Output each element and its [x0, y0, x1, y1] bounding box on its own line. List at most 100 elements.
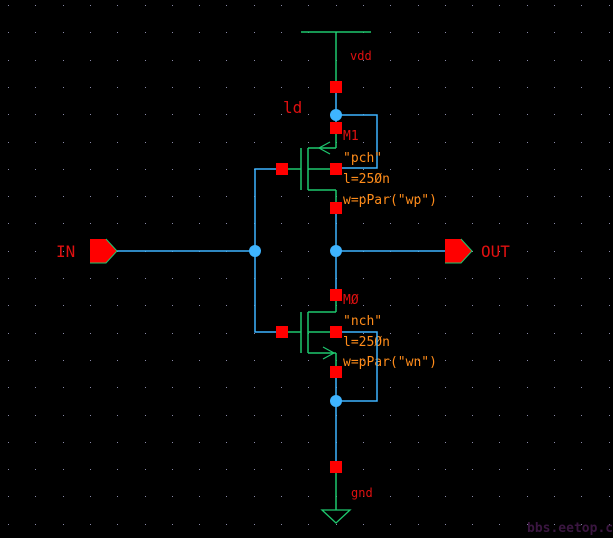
grid-dot	[281, 469, 282, 470]
grid-dot	[226, 305, 227, 306]
grid-dot	[527, 60, 528, 61]
grid-dot	[609, 442, 610, 443]
grid-dot	[418, 524, 419, 525]
junction-in[interactable]	[249, 245, 261, 257]
grid-dot	[145, 60, 146, 61]
grid-dot	[172, 524, 173, 525]
grid-dot	[172, 387, 173, 388]
grid-dot	[226, 442, 227, 443]
grid-dot	[63, 5, 64, 6]
nmos-length: l=25Øn	[343, 335, 390, 350]
grid-dot	[281, 496, 282, 497]
grid-dot	[8, 251, 9, 252]
grid-dot	[226, 469, 227, 470]
grid-dot	[117, 32, 118, 33]
grid-dot	[63, 305, 64, 306]
pmos-length: l=25Øn	[343, 172, 390, 187]
grid-dot	[199, 387, 200, 388]
grid-dot	[609, 278, 610, 279]
input-pin-in[interactable]	[90, 238, 118, 264]
grid-dot	[117, 278, 118, 279]
grid-dot	[363, 442, 364, 443]
grid-dot	[35, 32, 36, 33]
grid-dot	[90, 32, 91, 33]
pin-nmos-drain[interactable]	[330, 289, 342, 301]
grid-dot	[254, 496, 255, 497]
grid-dot	[554, 496, 555, 497]
grid-dot	[8, 223, 9, 224]
grid-dot	[554, 387, 555, 388]
grid-dot	[8, 496, 9, 497]
grid-dot	[308, 60, 309, 61]
grid-dot	[554, 333, 555, 334]
grid-dot	[35, 223, 36, 224]
grid-dot	[254, 114, 255, 115]
grid-dot	[281, 442, 282, 443]
grid-dot	[445, 32, 446, 33]
grid-dot	[390, 278, 391, 279]
grid-dot	[199, 524, 200, 525]
grid-dot	[609, 387, 610, 388]
grid-dot	[472, 196, 473, 197]
grid-dot	[390, 196, 391, 197]
vdd-supply-symbol[interactable]	[301, 31, 371, 87]
pin-pmos-gate[interactable]	[276, 163, 288, 175]
grid-dot	[63, 333, 64, 334]
pin-pmos-bulk[interactable]	[330, 163, 342, 175]
wire-pmos-bulk[interactable]	[336, 114, 378, 169]
grid-dot	[172, 5, 173, 6]
grid-dot	[281, 415, 282, 416]
junction-gnd[interactable]	[330, 395, 342, 407]
grid-dot	[363, 223, 364, 224]
grid-dot	[472, 496, 473, 497]
grid-dot	[472, 469, 473, 470]
wire-nmos-bulk[interactable]	[336, 331, 378, 402]
grid-dot	[472, 169, 473, 170]
grid-dot	[363, 5, 364, 6]
grid-dot	[418, 114, 419, 115]
pin-nmos-bulk[interactable]	[330, 326, 342, 338]
pin-nmos-gate[interactable]	[276, 326, 288, 338]
pin-vdd[interactable]	[330, 81, 342, 93]
grid-dot	[554, 32, 555, 33]
ground-icon	[320, 509, 352, 524]
grid-dot	[445, 278, 446, 279]
grid-dot	[117, 196, 118, 197]
grid-dot	[281, 524, 282, 525]
grid-dot	[527, 333, 528, 334]
grid-dot	[581, 169, 582, 170]
grid-dot	[554, 524, 555, 525]
gnd-symbol[interactable]	[320, 467, 352, 524]
junction-vdd[interactable]	[330, 109, 342, 121]
grid-dot	[581, 251, 582, 252]
grid-dot	[308, 442, 309, 443]
grid-dot	[117, 415, 118, 416]
grid-dot	[35, 142, 36, 143]
grid-dot	[499, 524, 500, 525]
grid-dot	[281, 5, 282, 6]
grid-dot	[90, 305, 91, 306]
output-pin-out[interactable]	[445, 238, 473, 264]
grid-dot	[581, 114, 582, 115]
pin-nmos-source[interactable]	[330, 366, 342, 378]
grid-dot	[609, 305, 610, 306]
grid-dot	[609, 60, 610, 61]
pmos-transistor-m1[interactable]	[282, 128, 337, 208]
grid-dot	[35, 196, 36, 197]
grid-dot	[117, 60, 118, 61]
grid-dot	[226, 87, 227, 88]
pin-gnd[interactable]	[330, 461, 342, 473]
junction-out[interactable]	[330, 245, 342, 257]
nmos-transistor-m0[interactable]	[282, 295, 337, 372]
grid-dot	[254, 524, 255, 525]
pin-pmos-drain[interactable]	[330, 202, 342, 214]
grid-dot	[527, 305, 528, 306]
gnd-label: gnd	[351, 486, 373, 500]
pin-pmos-source[interactable]	[330, 122, 342, 134]
grid-dot	[472, 142, 473, 143]
grid-dot	[609, 87, 610, 88]
grid-dot	[35, 60, 36, 61]
grid-dot	[199, 169, 200, 170]
grid-dot	[172, 60, 173, 61]
